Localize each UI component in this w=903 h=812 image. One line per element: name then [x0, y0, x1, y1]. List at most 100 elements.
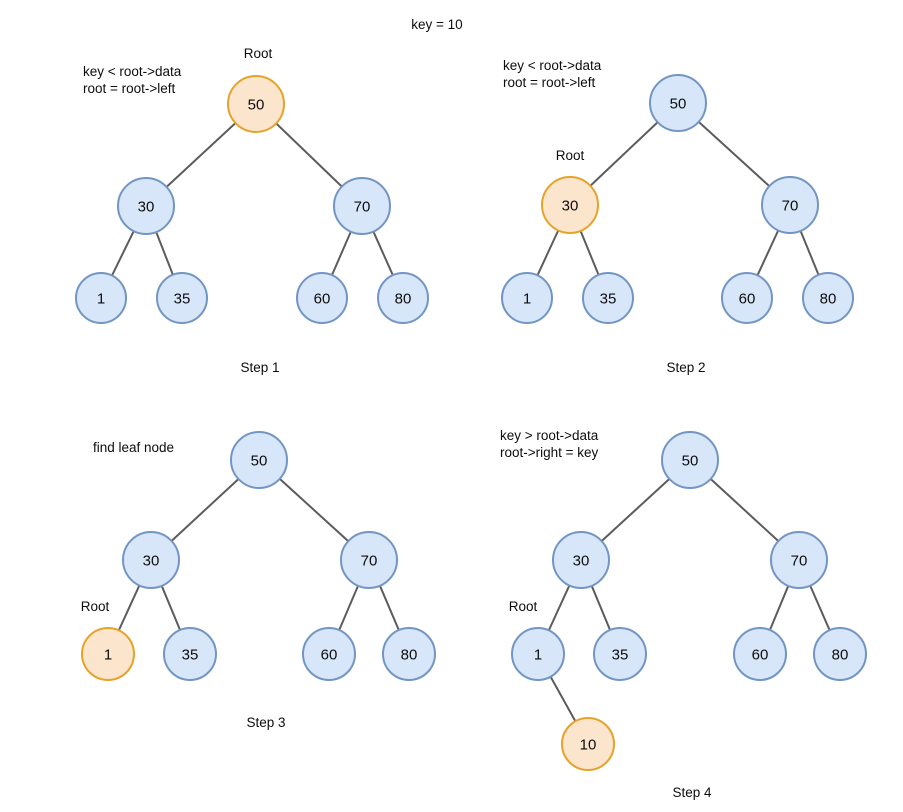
- tree-node-30[interactable]: 30: [552, 531, 610, 589]
- node-value-label: 50: [248, 97, 265, 114]
- node-value-label: 35: [600, 291, 617, 308]
- tree-node-1[interactable]: 1: [81, 627, 135, 681]
- panel-step-1: key < root->data root = root->left Root 50 3…: [75, 46, 429, 375]
- tree-node-60[interactable]: 60: [302, 627, 356, 681]
- edge-30-to-1: [110, 229, 136, 278]
- tree-node-30[interactable]: 30: [117, 177, 175, 235]
- tree-node-80[interactable]: 80: [377, 272, 429, 324]
- edge-50-to-30: [588, 120, 660, 188]
- node-value-label: 80: [820, 291, 837, 308]
- step-caption: Step 2: [666, 360, 705, 375]
- node-circle[interactable]: [163, 627, 217, 681]
- node-circle[interactable]: [761, 176, 819, 234]
- node-circle[interactable]: [81, 627, 135, 681]
- edges-group: [117, 477, 401, 633]
- node-circle[interactable]: [382, 627, 436, 681]
- node-value-label: 50: [682, 453, 699, 470]
- node-value-label: 80: [401, 647, 418, 664]
- tree-node-50[interactable]: 50: [649, 74, 707, 132]
- node-circle[interactable]: [541, 176, 599, 234]
- node-value-label: 1: [534, 647, 542, 664]
- root-label: Root: [244, 46, 273, 61]
- edge-50-to-30: [599, 477, 672, 543]
- tree-node-1[interactable]: 1: [511, 627, 565, 681]
- edge-30-to-35: [160, 583, 182, 632]
- tree-node-60[interactable]: 60: [296, 272, 348, 324]
- node-value-label: 30: [562, 198, 579, 215]
- edges-group: [547, 477, 832, 724]
- node-circle[interactable]: [340, 531, 398, 589]
- node-value-label: 10: [580, 737, 597, 754]
- node-value-label: 70: [791, 553, 808, 570]
- node-value-label: 60: [314, 291, 331, 308]
- node-circle[interactable]: [230, 431, 288, 489]
- node-circle[interactable]: [501, 272, 553, 324]
- tree-node-50[interactable]: 50: [227, 75, 285, 133]
- tree-node-70[interactable]: 70: [333, 177, 391, 235]
- node-circle[interactable]: [649, 74, 707, 132]
- node-circle[interactable]: [593, 627, 647, 681]
- annotation-text: key < root->data root = root->left: [503, 58, 602, 90]
- node-value-label: 30: [143, 553, 160, 570]
- tree-node-35[interactable]: 35: [582, 272, 634, 324]
- edge-70-to-60: [756, 228, 780, 278]
- node-circle[interactable]: [227, 75, 285, 133]
- tree-node-50[interactable]: 50: [230, 431, 288, 489]
- node-circle[interactable]: [296, 272, 348, 324]
- step-caption: Step 1: [240, 360, 279, 375]
- node-circle[interactable]: [75, 272, 127, 324]
- node-value-label: 30: [138, 199, 155, 216]
- node-circle[interactable]: [802, 272, 854, 324]
- tree-node-1[interactable]: 1: [75, 272, 127, 324]
- node-circle[interactable]: [552, 531, 610, 589]
- annotation-line: key < root->data: [503, 58, 602, 73]
- node-circle[interactable]: [333, 177, 391, 235]
- tree-node-30[interactable]: 30: [541, 176, 599, 234]
- node-value-label: 70: [354, 199, 371, 216]
- node-circle[interactable]: [561, 717, 615, 771]
- annotation-line: root = root->left: [83, 81, 176, 96]
- edge-30-to-35: [579, 228, 600, 277]
- edges-group: [536, 120, 820, 278]
- tree-node-70[interactable]: 70: [770, 531, 828, 589]
- tree-node-30[interactable]: 30: [122, 531, 180, 589]
- node-circle[interactable]: [733, 627, 787, 681]
- node-circle[interactable]: [582, 272, 634, 324]
- tree-node-80[interactable]: 80: [382, 627, 436, 681]
- tree-node-10[interactable]: 10: [561, 717, 615, 771]
- tree-node-60[interactable]: 60: [733, 627, 787, 681]
- annotation-line: root = root->left: [503, 75, 596, 90]
- tree-node-50[interactable]: 50: [661, 431, 719, 489]
- node-value-label: 50: [670, 96, 687, 113]
- node-circle[interactable]: [813, 627, 867, 681]
- edge-70-to-80: [378, 583, 401, 632]
- node-circle[interactable]: [377, 272, 429, 324]
- tree-node-35[interactable]: 35: [593, 627, 647, 681]
- node-value-label: 1: [523, 291, 531, 308]
- node-circle[interactable]: [511, 627, 565, 681]
- node-circle[interactable]: [122, 531, 180, 589]
- node-circle[interactable]: [156, 272, 208, 324]
- tree-node-70[interactable]: 70: [340, 531, 398, 589]
- tree-node-35[interactable]: 35: [163, 627, 217, 681]
- edge-50-to-70: [708, 477, 781, 543]
- edge-50-to-70: [277, 477, 351, 543]
- root-label: Root: [509, 599, 538, 614]
- tree-node-80[interactable]: 80: [802, 272, 854, 324]
- node-circle[interactable]: [721, 272, 773, 324]
- annotation-line: key < root->data: [83, 64, 182, 79]
- tree-node-35[interactable]: 35: [156, 272, 208, 324]
- node-circle[interactable]: [661, 431, 719, 489]
- node-circle[interactable]: [117, 177, 175, 235]
- tree-node-1[interactable]: 1: [501, 272, 553, 324]
- node-circle[interactable]: [770, 531, 828, 589]
- tree-node-60[interactable]: 60: [721, 272, 773, 324]
- edge-70-to-80: [808, 583, 832, 633]
- tree-node-70[interactable]: 70: [761, 176, 819, 234]
- node-circle[interactable]: [302, 627, 356, 681]
- annotation-line: key > root->data: [500, 428, 599, 443]
- tree-node-80[interactable]: 80: [813, 627, 867, 681]
